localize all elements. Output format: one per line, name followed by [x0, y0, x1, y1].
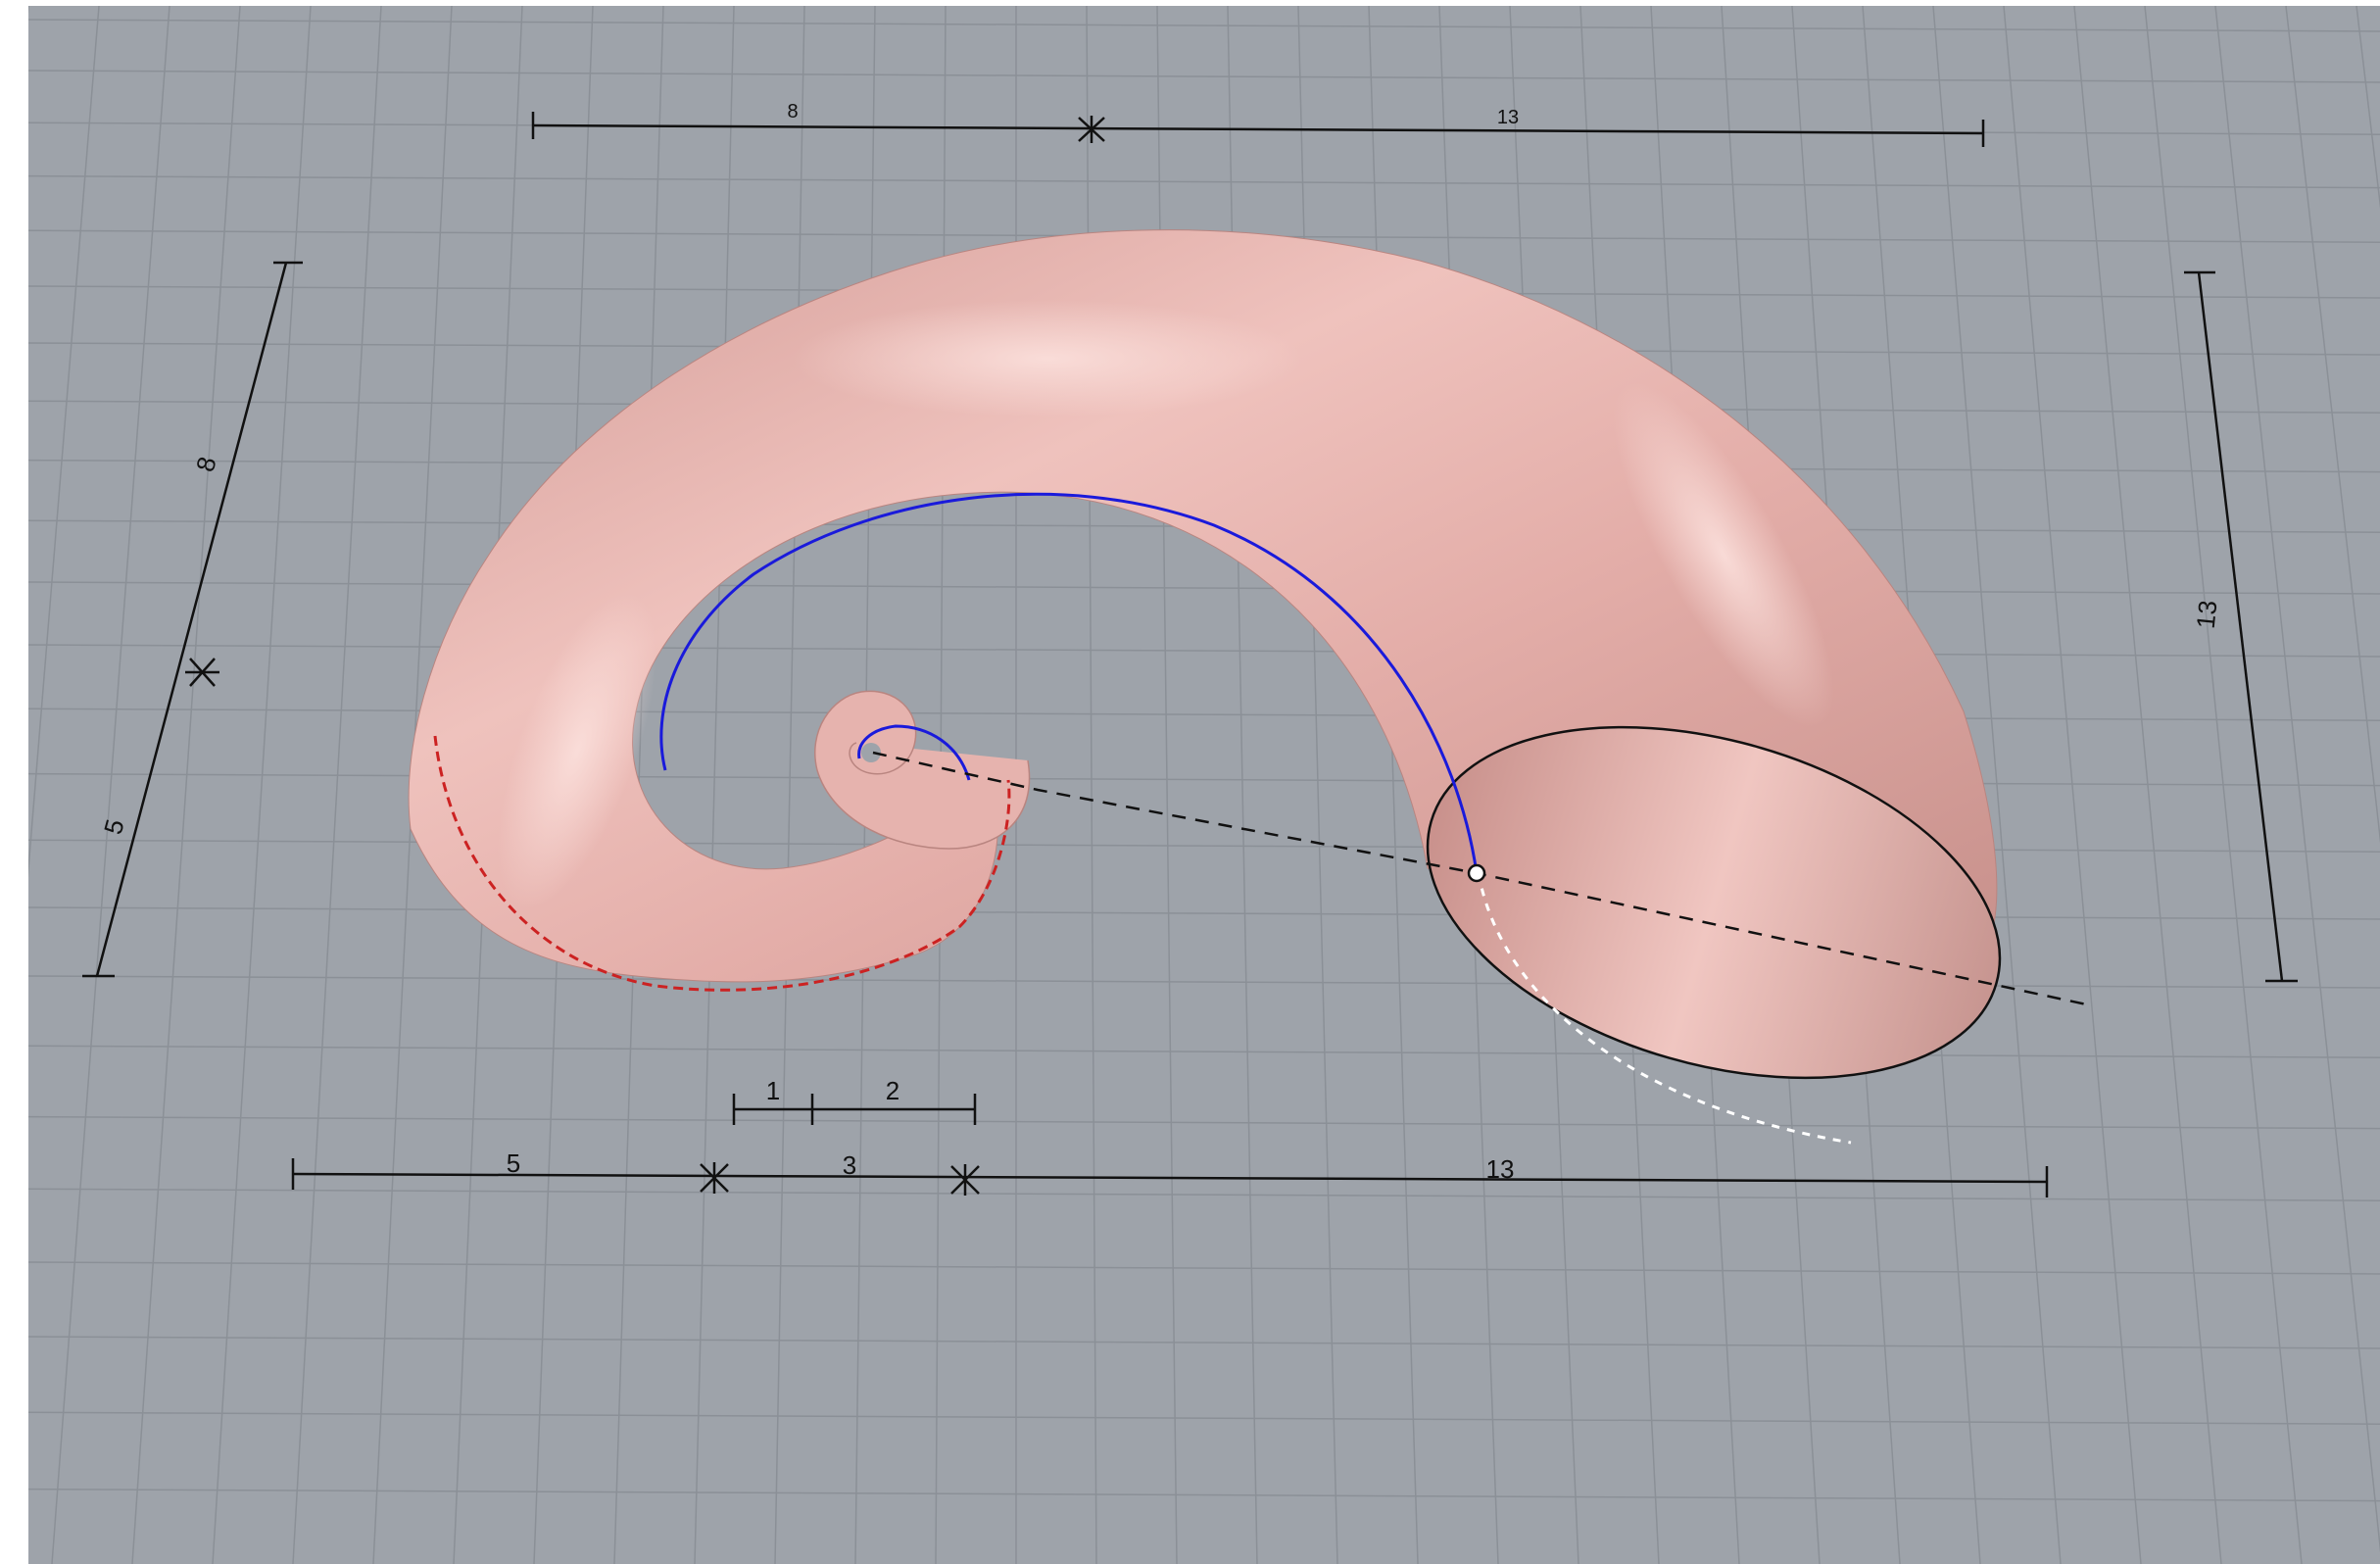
dim-label-bottom-2: 2 — [886, 1076, 899, 1105]
grid-line — [28, 1045, 2380, 1058]
dim-line-top — [532, 123, 1984, 135]
dim-line-left — [95, 262, 288, 977]
grid-line — [28, 581, 2380, 595]
grid-line — [1932, 6, 2062, 1564]
dim-label-left-8: 8 — [190, 454, 222, 475]
shell-highlight-left — [498, 592, 656, 909]
dim-label-bottom-5: 5 — [507, 1149, 520, 1178]
shell-seam — [433, 735, 1011, 992]
grid-line — [774, 6, 805, 1564]
grid-line — [28, 70, 2380, 83]
grid-line — [2003, 6, 2142, 1564]
dim-line-right — [2197, 271, 2284, 982]
grid-line — [131, 6, 241, 1564]
dim-label-bottom-13: 13 — [1486, 1154, 1515, 1184]
coil-center — [861, 743, 881, 762]
grid-line — [28, 1411, 2380, 1425]
grid-line — [28, 906, 2380, 920]
grid-line — [28, 1115, 2380, 1130]
grid-line — [28, 1261, 2380, 1275]
grid-line — [28, 174, 2380, 189]
scene-canvas: 8 13 8 5 13 1 2 5 3 13 — [28, 6, 2380, 1564]
grid-line — [28, 1188, 2380, 1201]
grid-line — [28, 1336, 2380, 1349]
grid-line — [28, 1488, 2380, 1502]
grid-line — [28, 975, 2380, 989]
axis-point[interactable] — [1467, 863, 1486, 883]
dim-line-bottom — [292, 1172, 2048, 1184]
dim-label-bottom-3: 3 — [843, 1150, 856, 1180]
shell-highlight-top — [793, 300, 1302, 417]
shell-opening-face — [1426, 725, 2002, 1080]
dim-label-right-13: 13 — [2191, 599, 2223, 630]
axis-line — [872, 751, 2092, 1007]
grid-line — [694, 6, 735, 1564]
grid-line — [28, 839, 2380, 853]
grid-line — [28, 644, 2380, 658]
dim-label-bottom-1: 1 — [766, 1076, 780, 1105]
grid-line — [28, 6, 100, 878]
dimensions — [82, 112, 2298, 1197]
dim-label-top-8: 8 — [787, 101, 798, 122]
shell-seam-opening — [1477, 872, 1852, 1145]
spiral-curve — [659, 492, 1479, 874]
dim-label-top-13: 13 — [1497, 107, 1519, 128]
grid-line — [292, 6, 382, 1564]
viewport[interactable]: 8 13 8 5 13 1 2 5 3 13 — [28, 6, 2380, 1564]
dim-label-left-5: 5 — [98, 816, 130, 838]
grid-line — [212, 6, 312, 1564]
shell-inner-coil — [814, 690, 1031, 850]
spiral-shell[interactable] — [408, 229, 2041, 1145]
shell-highlight-right — [1613, 382, 1834, 727]
grid-line — [28, 19, 2380, 32]
grid-line — [51, 6, 170, 1564]
